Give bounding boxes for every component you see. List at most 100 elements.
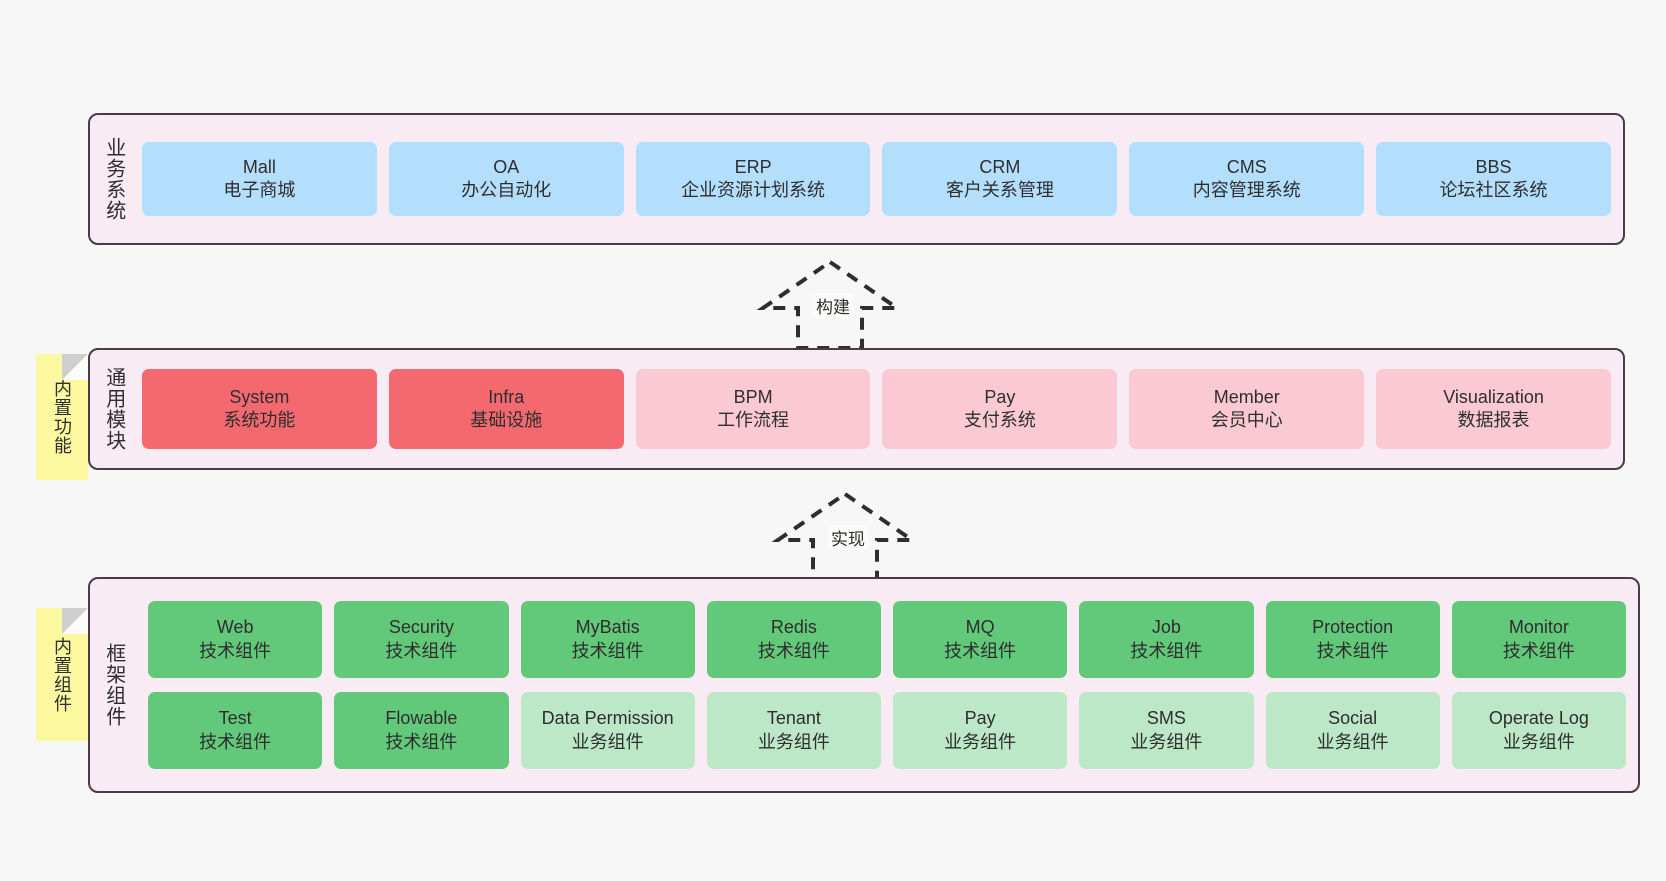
card-job-title: Job [1151, 617, 1181, 638]
card-bbs[interactable]: BBS 论坛社区系统 [1376, 142, 1611, 216]
card-erp[interactable]: ERP 企业资源计划系统 [635, 142, 871, 216]
card-pay-component-subtitle: 业务组件 [944, 731, 1017, 752]
card-erp-title: ERP [734, 156, 772, 177]
card-member-title: Member [1213, 386, 1280, 407]
card-sms-subtitle: 业务组件 [1130, 731, 1203, 752]
card-tenant-subtitle: 业务组件 [757, 731, 830, 752]
card-pay-module[interactable]: Pay 支付系统 [882, 369, 1118, 449]
card-mall-title: Mall [242, 156, 276, 177]
card-sms[interactable]: SMS 业务组件 [1079, 692, 1254, 769]
card-social-title: Social [1328, 708, 1378, 729]
card-bpm-title: BPM [733, 386, 773, 407]
card-erp-subtitle: 企业资源计划系统 [681, 180, 826, 200]
card-redis-title: Redis [770, 617, 817, 638]
card-mq-title: MQ [965, 617, 995, 638]
card-redis-subtitle: 技术组件 [757, 640, 830, 661]
note-builtin-component: 内置组件 [36, 608, 88, 741]
card-web-subtitle: 技术组件 [199, 640, 272, 661]
card-mybatis[interactable]: MyBatis 技术组件 [520, 601, 695, 678]
card-test-title: Test [218, 708, 252, 729]
layer-business-systems-label: 业务系统 [102, 137, 125, 221]
card-pay-module-subtitle: 支付系统 [963, 410, 1036, 430]
card-monitor[interactable]: Monitor 技术组件 [1451, 601, 1626, 678]
layer-common-modules-label: 通用模块 [102, 367, 125, 451]
card-social-subtitle: 业务组件 [1316, 731, 1389, 752]
card-member-subtitle: 会员中心 [1210, 410, 1283, 430]
connector-implement-label: 实现 [828, 525, 868, 550]
layer-business-systems: 业务系统 Mall 电子商城 OA 办公自动化 ERP 企业资源计划系统 CRM… [88, 113, 1625, 245]
card-flowable[interactable]: Flowable 技术组件 [334, 692, 509, 769]
card-visualization-subtitle: 数据报表 [1457, 410, 1530, 430]
note-builtin-component-label: 内置组件 [52, 636, 72, 713]
card-operate-log[interactable]: Operate Log 业务组件 [1451, 692, 1626, 769]
card-mall[interactable]: Mall 电子商城 [142, 142, 377, 216]
card-data-permission[interactable]: Data Permission 业务组件 [520, 692, 695, 769]
card-visualization-title: Visualization [1443, 386, 1544, 407]
card-mq-subtitle: 技术组件 [944, 640, 1017, 661]
card-mall-subtitle: 电子商城 [223, 180, 296, 200]
card-infra-title: Infra [488, 386, 525, 407]
note-builtin-function-label: 内置功能 [52, 379, 72, 455]
card-operate-log-title: Operate Log [1488, 708, 1589, 729]
card-system[interactable]: System 系统功能 [142, 369, 377, 449]
card-social[interactable]: Social 业务组件 [1265, 692, 1440, 769]
card-job-subtitle: 技术组件 [1130, 640, 1203, 661]
card-oa[interactable]: OA 办公自动化 [388, 142, 624, 216]
card-bbs-title: BBS [1475, 156, 1512, 177]
card-mq[interactable]: MQ 技术组件 [893, 601, 1068, 678]
card-pay-component[interactable]: Pay 业务组件 [893, 692, 1068, 769]
card-tenant-title: Tenant [766, 708, 821, 729]
card-pay-module-title: Pay [984, 386, 1016, 407]
card-sms-title: SMS [1146, 708, 1186, 729]
card-web-title: Web [216, 617, 254, 638]
layer-framework-components: 框架组件 Web 技术组件 Security 技术组件 MyBatis 技术组件… [88, 577, 1640, 793]
card-mybatis-title: MyBatis [575, 617, 640, 638]
card-test[interactable]: Test 技术组件 [148, 692, 323, 769]
generalization-arrow-icon [771, 491, 919, 582]
card-bpm[interactable]: BPM 工作流程 [635, 369, 871, 449]
card-protection-subtitle: 技术组件 [1316, 640, 1389, 661]
card-job[interactable]: Job 技术组件 [1079, 601, 1254, 678]
layer-common-modules: 通用模块 System 系统功能 Infra 基础设施 BPM 工作流程 Pay… [88, 348, 1625, 470]
connector-build-label: 构建 [813, 293, 853, 318]
card-crm-subtitle: 客户关系管理 [945, 180, 1054, 200]
card-monitor-title: Monitor [1508, 617, 1569, 638]
card-oa-subtitle: 办公自动化 [461, 180, 552, 200]
card-infra-subtitle: 基础设施 [470, 410, 543, 430]
card-pay-component-title: Pay [964, 708, 996, 729]
connector-implement: 实现 [770, 490, 920, 582]
card-member[interactable]: Member 会员中心 [1129, 369, 1365, 449]
card-cms-subtitle: 内容管理系统 [1192, 180, 1301, 200]
note-builtin-function: 内置功能 [36, 354, 88, 480]
card-data-permission-title: Data Permission [541, 708, 674, 729]
card-monitor-subtitle: 技术组件 [1502, 640, 1575, 661]
card-bbs-subtitle: 论坛社区系统 [1439, 180, 1548, 200]
card-flowable-subtitle: 技术组件 [385, 731, 458, 752]
card-system-title: System [229, 386, 290, 407]
card-security-title: Security [388, 617, 454, 638]
card-cms-title: CMS [1226, 156, 1267, 177]
card-cms[interactable]: CMS 内容管理系统 [1129, 142, 1365, 216]
common-modules-card-list: System 系统功能 Infra 基础设施 BPM 工作流程 Pay 支付系统… [136, 350, 1623, 468]
card-data-permission-subtitle: 业务组件 [571, 731, 644, 752]
card-operate-log-subtitle: 业务组件 [1502, 731, 1575, 752]
card-infra[interactable]: Infra 基础设施 [388, 369, 624, 449]
card-security-subtitle: 技术组件 [385, 640, 458, 661]
framework-components-card-list: Web 技术组件 Security 技术组件 MyBatis 技术组件 Redi… [136, 579, 1638, 791]
card-crm-title: CRM [979, 156, 1021, 177]
card-tenant[interactable]: Tenant 业务组件 [706, 692, 881, 769]
connector-build: 构建 [755, 258, 905, 350]
card-flowable-title: Flowable [385, 708, 458, 729]
card-mybatis-subtitle: 技术组件 [571, 640, 644, 661]
card-protection[interactable]: Protection 技术组件 [1265, 601, 1440, 678]
card-oa-title: OA [493, 156, 520, 177]
card-bpm-subtitle: 工作流程 [717, 410, 790, 430]
card-test-subtitle: 技术组件 [199, 731, 272, 752]
card-web[interactable]: Web 技术组件 [148, 601, 323, 678]
card-security[interactable]: Security 技术组件 [334, 601, 509, 678]
card-redis[interactable]: Redis 技术组件 [706, 601, 881, 678]
business-systems-card-list: Mall 电子商城 OA 办公自动化 ERP 企业资源计划系统 CRM 客户关系… [136, 115, 1623, 243]
card-crm[interactable]: CRM 客户关系管理 [882, 142, 1118, 216]
card-visualization[interactable]: Visualization 数据报表 [1376, 369, 1611, 449]
generalization-arrow-icon [756, 259, 904, 350]
